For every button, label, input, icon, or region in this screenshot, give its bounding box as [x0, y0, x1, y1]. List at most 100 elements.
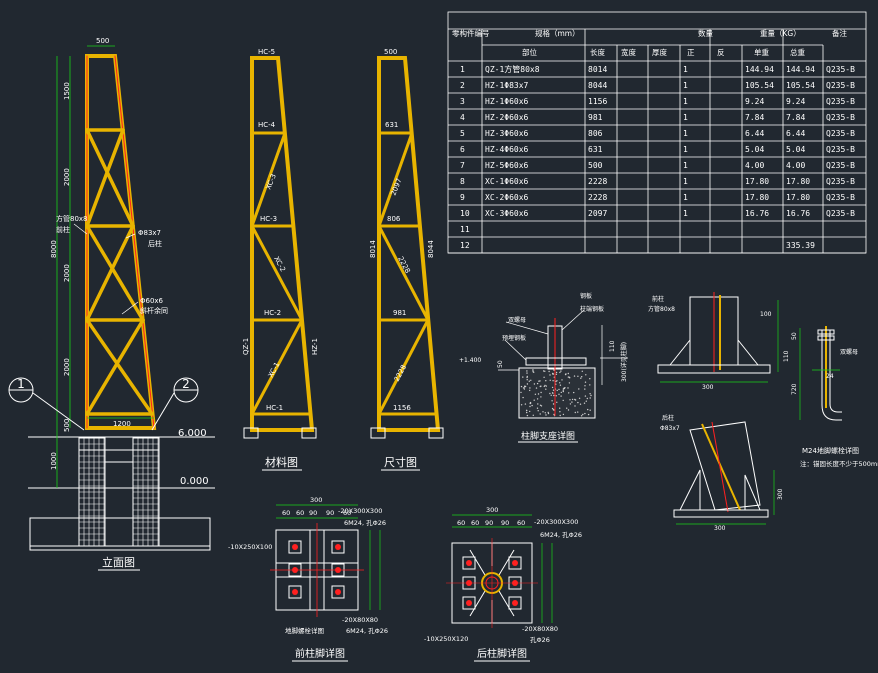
table-cell-pos: 1	[683, 129, 688, 138]
dim-seg-5: 500	[63, 419, 71, 432]
table-cell-note: Q235-B	[826, 97, 855, 106]
front-label-anchor: 地脚螺栓详图	[285, 626, 324, 635]
th-weight: 重量（KG）	[760, 29, 801, 38]
size-1156: 1156	[393, 404, 411, 412]
table-cell-unit: 105.54	[745, 81, 774, 90]
table-cell-part: HZ-1Φ60x6	[485, 97, 529, 106]
table-cell-total: 335.39	[786, 241, 815, 250]
table-cell-no: 9	[460, 193, 465, 202]
material-table: 零构件编号 规格（mm） 数量 重量（KG） 备注 部位 长度 宽度 厚度 正 …	[447, 11, 867, 254]
rear-dim-60b: 60	[471, 519, 479, 527]
th-pos: 正	[687, 48, 695, 57]
front-side-label-100: 100	[760, 311, 772, 318]
table-cell-no: 4	[460, 113, 465, 122]
table-cell-part: HZ-4Φ60x6	[485, 145, 529, 154]
table-cell-note: Q235-B	[826, 145, 855, 154]
table-cell-unit: 5.04	[745, 145, 764, 154]
table-cell-no: 2	[460, 81, 465, 90]
table-cell-note: Q235-B	[826, 129, 855, 138]
dim-base-width: 1200	[113, 420, 131, 428]
table-cell-part: QZ-1方管80x8	[485, 64, 540, 74]
front-label-washer: -20X80X80	[342, 616, 378, 624]
elevation-title: 立面图	[102, 555, 135, 569]
th-spec: 规格（mm）	[535, 28, 580, 38]
mat-label-qz1: QZ-1	[242, 338, 250, 355]
rear-dim-60c: 60	[517, 519, 525, 527]
table-cell-len: 631	[588, 145, 603, 154]
rear-dim-300: 300	[486, 506, 498, 514]
level-top: 6.000	[178, 428, 207, 439]
table-cell-note: Q235-B	[826, 161, 855, 170]
size-right: 8044	[427, 240, 435, 258]
table-cell-total: 6.44	[786, 129, 805, 138]
table-cell-len: 8044	[588, 81, 607, 90]
th-length: 长度	[590, 47, 605, 57]
table-cell-no: 11	[460, 225, 470, 234]
th-unit: 单重	[754, 47, 769, 57]
base-label-nut: 双螺母	[508, 316, 526, 324]
level-bottom: 0.000	[180, 476, 209, 487]
column-base-detail: 双螺母 钢板 预埋钢板 柱端钢板 +1.400 110 300(详见柱脚) 50…	[459, 292, 628, 443]
mat-label-hc2: HC-2	[264, 309, 281, 317]
base-label-110: 110	[609, 340, 616, 352]
table-cell-unit: 4.00	[745, 161, 764, 170]
base-detail-title: 柱脚支座详图	[521, 430, 575, 442]
rear-label-rib: -10X250X120	[424, 635, 468, 643]
table-cell-no: 10	[460, 209, 470, 218]
front-dim-90a: 90	[309, 509, 317, 517]
anchor-bolt-detail: 50 110 720 24 双螺母 M24地脚螺栓详图 注：锚固长度不少于500…	[783, 326, 878, 468]
table-cell-no: 7	[460, 161, 465, 170]
table-cell-no: 12	[460, 241, 470, 250]
table-cell-total: 5.04	[786, 145, 805, 154]
table-cell-len: 806	[588, 129, 603, 138]
anchor-label-nut: 双螺母	[840, 348, 858, 356]
table-cell-no: 1	[460, 65, 465, 74]
table-cell-len: 500	[588, 161, 603, 170]
th-part: 部位	[522, 47, 537, 57]
table-cell-pos: 1	[683, 81, 688, 90]
base-label-embed: 预埋钢板	[502, 334, 526, 342]
label-brace-size: Φ60x6	[140, 297, 164, 305]
table-cell-note: Q235-B	[826, 81, 855, 90]
table-cell-unit: 7.84	[745, 113, 764, 122]
size-left: 8014	[369, 240, 377, 258]
front-dim-60b: 60	[296, 509, 304, 517]
tower-frame	[85, 54, 157, 430]
material-view: HC-5 HC-4 XC-3 HC-3 XC-2 HC-2 XC-1 HC-1 …	[242, 48, 319, 471]
table-cell-pos: 1	[683, 161, 688, 170]
th-thick: 厚度	[652, 47, 667, 57]
table-cell-pos: 1	[683, 209, 688, 218]
table-cell-unit: 17.80	[745, 193, 769, 202]
rear-side-label-300: 300	[714, 525, 726, 532]
rear-column-side-detail: 后柱 Φ83x7 300 300	[660, 414, 784, 532]
table-cell-len: 981	[588, 113, 603, 122]
front-column-plate-detail: 300 60 60 90 90 60 -20X300X300 6M24, 孔Φ2…	[228, 496, 388, 662]
dim-pier: 1000	[50, 452, 58, 470]
table-cell-part: HZ-1Φ83x7	[485, 81, 529, 90]
table-cell-pos: 1	[683, 177, 688, 186]
label-front-column: 前柱	[56, 225, 70, 234]
label-rear-tube: Φ83x7	[138, 229, 161, 237]
rear-dim-60a: 60	[457, 519, 465, 527]
table-cell-note: Q235-B	[826, 177, 855, 186]
anchor-label-110: 110	[783, 350, 790, 362]
rear-side-label-tube: Φ83x7	[660, 425, 680, 432]
front-dim-300: 300	[310, 496, 322, 504]
table-cell-len: 2228	[588, 193, 607, 202]
table-cell-no: 3	[460, 97, 465, 106]
table-cell-note: Q235-B	[826, 65, 855, 74]
mat-label-hc4: HC-4	[258, 121, 276, 129]
table-cell-part: XC-2Φ60x6	[485, 193, 529, 202]
anchor-label-720: 720	[791, 383, 798, 395]
table-cell-total: 17.80	[786, 177, 810, 186]
front-label-bolts: 6M24, 孔Φ26	[344, 519, 386, 527]
table-cell-unit: 144.94	[745, 65, 774, 74]
callout-2: 2	[182, 377, 190, 391]
table-cell-len: 2228	[588, 177, 607, 186]
table-cell-note: Q235-B	[826, 209, 855, 218]
front-dim-60a: 60	[282, 509, 290, 517]
rear-side-label-300v: 300	[777, 488, 784, 500]
table-cell-unit: 9.24	[745, 97, 764, 106]
table-cell-total: 16.76	[786, 209, 810, 218]
